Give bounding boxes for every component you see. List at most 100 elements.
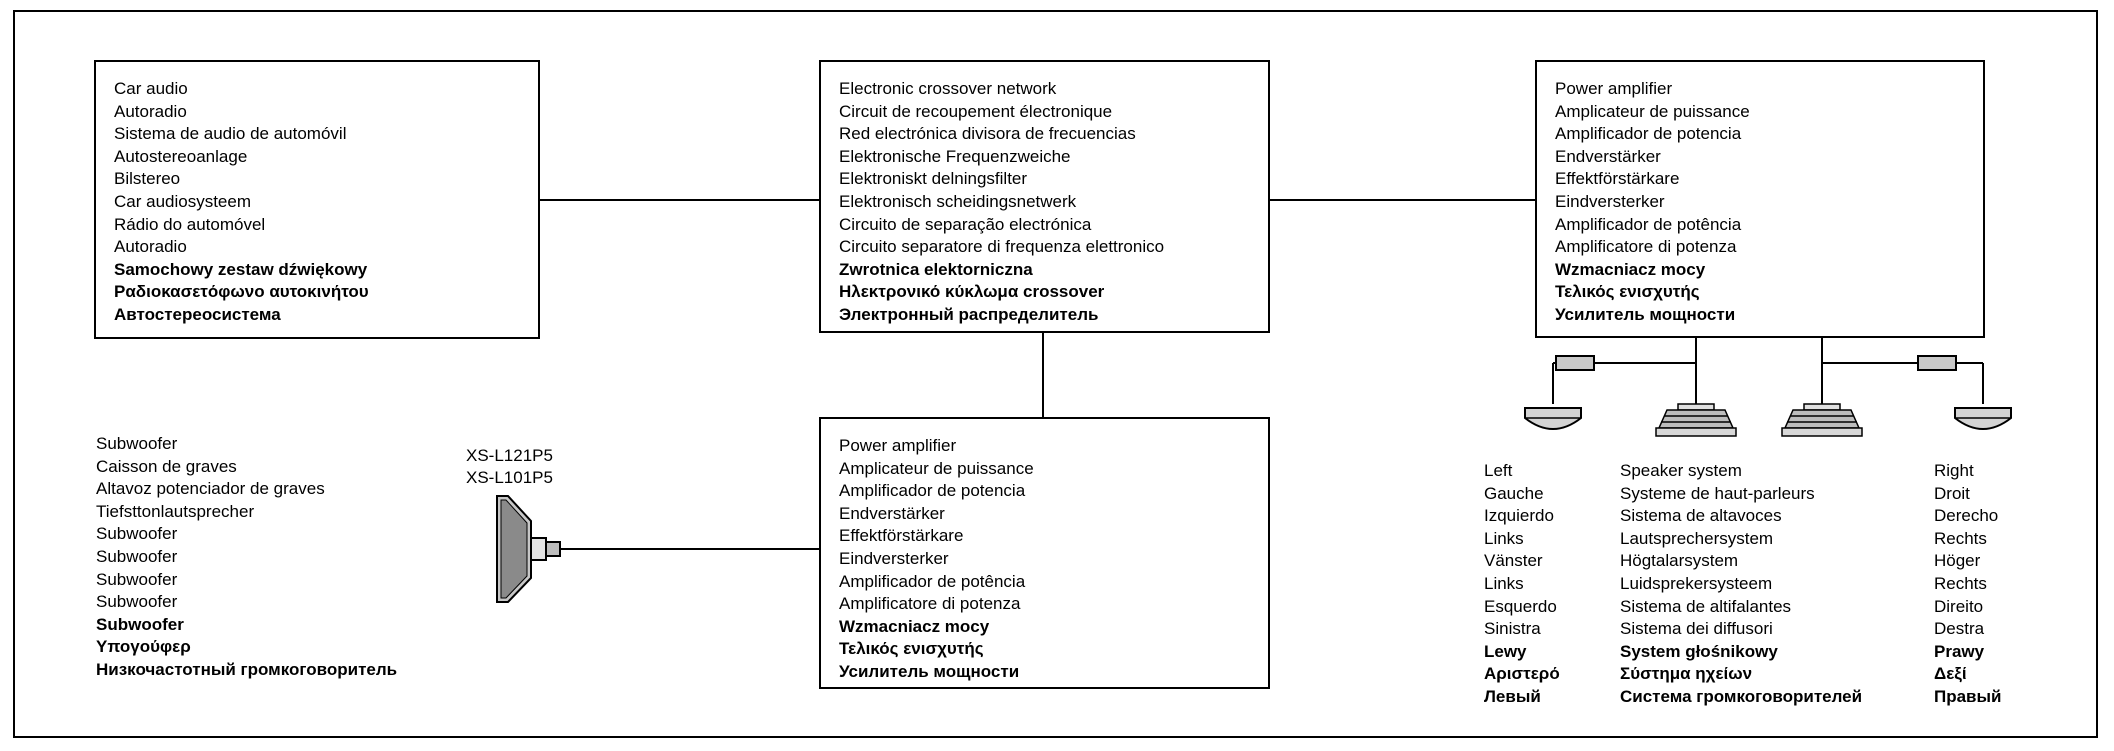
power-amp-line: Eindversterker [1555, 191, 1665, 211]
subwoofer-line: Subwoofer [96, 592, 178, 612]
power-amp-line: Amplificador de potencia [839, 481, 1026, 501]
right-label-line: Δεξί [1934, 664, 1967, 684]
right-label-line: Höger [1934, 551, 1981, 571]
subwoofer-line: Subwoofer [96, 569, 178, 589]
speaker-system-line: Σύστημα ηχείων [1620, 664, 1753, 684]
subwoofer-line: Caisson de graves [96, 456, 237, 476]
right-label-line: Droit [1934, 483, 1970, 503]
model-number: XS-L101P5 [466, 468, 553, 487]
subwoofer-line: Subwoofer [96, 524, 178, 544]
car-audio-line: Car audiosysteem [114, 191, 252, 211]
crossover-line: Электронный распределитель [839, 304, 1099, 324]
power-amp-line: Amplificatore di potenza [1555, 237, 1737, 257]
power-amp-line: Усилитель мощности [1555, 304, 1736, 324]
right-tweeter-filter [1917, 355, 1957, 371]
power-amp-line: Amplicateur de puissance [1555, 101, 1750, 121]
crossover-line: Elektronisch scheidingsnetwerk [839, 191, 1077, 211]
left-label-line: Links [1484, 573, 1524, 593]
right-label-line: Правый [1934, 686, 2002, 706]
right-label-line: Right [1934, 461, 1974, 480]
subwoofer-line: Υπογούφερ [96, 637, 191, 657]
speaker-system-line: Speaker system [1620, 461, 1742, 480]
left-label-line: Αριστερό [1484, 664, 1560, 684]
power-amp-line: Усилитель мощности [839, 661, 1020, 681]
speaker-system-line: Luidsprekersysteem [1620, 573, 1773, 593]
left-label-line: Izquierdo [1484, 506, 1554, 526]
crossover-line: Electronic crossover network [839, 79, 1057, 98]
power-amp-line: Endverstärker [839, 503, 945, 523]
left-label-line: Vänster [1484, 551, 1543, 571]
left-label-line: Sinistra [1484, 619, 1541, 639]
power-amp-line: Eindversterker [839, 548, 949, 568]
speaker-system-label: Speaker system Systeme de haut-parleurs … [1620, 460, 1862, 709]
car-audio-box: Car audio Autoradio Sistema de audio de … [94, 60, 540, 339]
crossover-line: Elektroniskt delningsfilter [839, 169, 1028, 189]
right-label-line: Destra [1934, 619, 1985, 639]
crossover-line: Elektronische Frequenzweiche [839, 146, 1071, 166]
left-label-line: Esquerdo [1484, 596, 1557, 616]
power-amp-line: Amplificador de potencia [1555, 124, 1742, 144]
subwoofer-icon [496, 495, 561, 603]
power-amp-line: Amplificatore di potenza [839, 594, 1021, 614]
power-amp-line: Amplicateur de puissance [839, 458, 1034, 478]
model-number: XS-L121P5 [466, 446, 553, 465]
speaker-system-line: Sistema dei diffusori [1620, 619, 1773, 639]
car-audio-line: Sistema de audio de automóvil [114, 124, 347, 144]
power-amp-line: Τελικός ενισχυτής [839, 639, 984, 659]
left-tweeter-icon [1524, 407, 1582, 430]
subwoofer-line: Низкочастотный громкоговоритель [96, 659, 398, 679]
car-audio-line: Car audio [114, 79, 188, 98]
left-label-line: Левый [1484, 686, 1541, 706]
speaker-system-line: Sistema de altavoces [1620, 506, 1782, 526]
power-amp-line: Endverstärker [1555, 146, 1661, 166]
speaker-system-line: Högtalarsystem [1620, 551, 1739, 571]
speaker-system-line: Systeme de haut-parleurs [1620, 483, 1815, 503]
left-speaker-label: Left Gauche Izquierdo Links Vänster Link… [1484, 460, 1560, 709]
right-label-line: Prawy [1934, 641, 1985, 661]
power-amp-line: Amplificador de potência [1555, 214, 1742, 234]
speaker-system-line: Sistema de altifalantes [1620, 596, 1792, 616]
power-amp-line: Effektförstärkare [1555, 169, 1680, 189]
left-label-line: Links [1484, 528, 1524, 548]
right-label-line: Rechts [1934, 528, 1987, 548]
subwoofer-line: Subwoofer [96, 614, 184, 634]
subwoofer-line: Tiefsttonlautsprecher [96, 501, 255, 521]
subwoofer-label: Subwoofer Caisson de graves Altavoz pote… [96, 433, 397, 682]
car-audio-line: Rádio do automóvel [114, 214, 266, 234]
car-audio-line: Autoradio [114, 101, 187, 121]
diagram-frame [13, 10, 2098, 738]
crossover-line: Zwrotnica elektorniczna [839, 259, 1033, 279]
left-label-line: Lewy [1484, 641, 1527, 661]
crossover-line: Red electrónica divisora de frecuencias [839, 124, 1136, 144]
model-numbers: XS-L121P5 XS-L101P5 [466, 445, 553, 489]
left-tweeter-filter [1555, 355, 1595, 371]
car-audio-line: Bilstereo [114, 169, 181, 189]
right-label-line: Direito [1934, 596, 1984, 616]
car-audio-line: Autoradio [114, 237, 187, 257]
speaker-system-line: Lautsprechersystem [1620, 528, 1774, 548]
subwoofer-line: Subwoofer [96, 434, 178, 453]
power-amp-line: Τελικός ενισχυτής [1555, 282, 1700, 302]
car-audio-line: Autostereoanlage [114, 146, 248, 166]
subwoofer-line: Altavoz potenciador de graves [96, 479, 325, 499]
center-power-amp-box: Power amplifier Amplicateur de puissance… [819, 417, 1270, 689]
crossover-box: Electronic crossover network Circuit de … [819, 60, 1270, 333]
power-amp-line: Power amplifier [1555, 79, 1673, 98]
left-label-line: Left [1484, 461, 1513, 480]
left-woofer-icon [1655, 403, 1737, 437]
power-amp-line: Power amplifier [839, 436, 957, 455]
car-audio-line: Ραδιοκασετόφωνο αυτοκινήτου [114, 282, 369, 302]
crossover-line: Circuito de separação electrónica [839, 214, 1092, 234]
right-woofer-icon [1781, 403, 1863, 437]
right-label-line: Rechts [1934, 573, 1987, 593]
crossover-line: Circuit de recoupement électronique [839, 101, 1113, 121]
crossover-line: Ηλεκτρονικό κύκλωμα crossover [839, 282, 1105, 302]
right-speaker-label: Right Droit Derecho Rechts Höger Rechts … [1934, 460, 2001, 709]
car-audio-line: Автостереосистема [114, 304, 281, 324]
power-amp-line: Amplificador de potência [839, 571, 1026, 591]
power-amp-box: Power amplifier Amplicateur de puissance… [1535, 60, 1985, 338]
power-amp-line: Wzmacniacz mocy [1555, 259, 1706, 279]
crossover-line: Circuito separatore di frequenza elettro… [839, 237, 1165, 257]
left-label-line: Gauche [1484, 483, 1544, 503]
